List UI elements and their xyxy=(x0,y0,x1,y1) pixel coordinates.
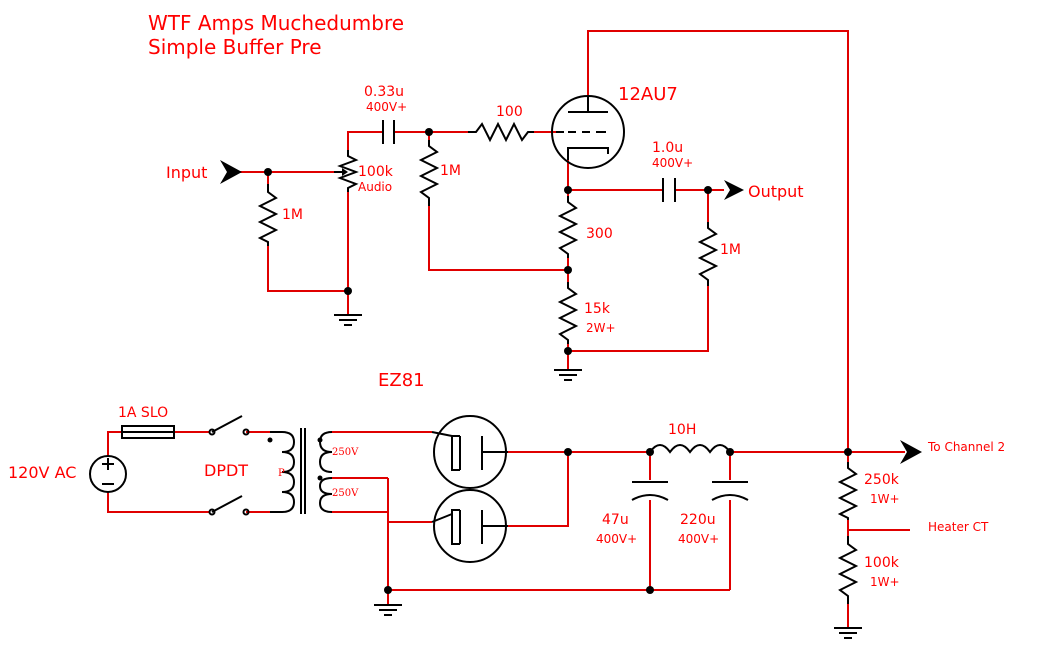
potentiometer-volume xyxy=(337,150,359,192)
output-label: Output xyxy=(748,182,804,201)
resistor-cathode-300 xyxy=(557,196,579,258)
fuse-label: 1A SLO xyxy=(118,405,168,421)
junctions xyxy=(264,128,852,594)
wire-output-ground xyxy=(568,286,709,352)
wire-input-ground xyxy=(267,246,348,292)
title-line2: Simple Buffer Pre xyxy=(148,35,322,59)
grid-leak-label: 1M xyxy=(440,163,461,179)
divider-r2-value: 100k xyxy=(864,555,900,571)
resistor-grid-leak xyxy=(418,140,440,206)
ground-icon xyxy=(374,604,402,616)
divider-r1-rating: 1W+ xyxy=(870,492,900,506)
transformer-icon xyxy=(267,428,333,514)
wire-plate-supply xyxy=(587,30,849,452)
rectifier-diode-1-icon xyxy=(431,415,508,489)
ac-source-icon xyxy=(89,455,127,493)
channel2-arrow-icon xyxy=(900,440,922,464)
pot-value-label: 100k xyxy=(358,164,394,180)
filter-cap1-value: 47u xyxy=(602,512,629,528)
wires xyxy=(107,30,910,628)
switch-label: DPDT xyxy=(204,461,248,480)
filter-cap-47u-icon xyxy=(631,481,669,501)
choke-icon xyxy=(649,444,731,454)
cathode-r1-label: 300 xyxy=(586,226,613,242)
tube-preamp-label: 12AU7 xyxy=(618,84,678,105)
dpdt-switch-icon xyxy=(208,415,250,516)
tube-12au7 xyxy=(551,95,625,169)
wire-mains-bottom xyxy=(107,492,210,513)
output-resistor-label: 1M xyxy=(720,242,741,258)
choke-label: 10H xyxy=(668,422,696,438)
ground-icon xyxy=(554,369,582,381)
filter-cap-220u-icon xyxy=(711,481,749,501)
input-label: Input xyxy=(166,163,207,182)
wire-mains-top xyxy=(107,431,122,456)
cathode-r2-value: 15k xyxy=(584,301,611,317)
resistor-grid xyxy=(468,121,534,143)
heater-ct-label: Heater CT xyxy=(928,520,989,534)
output-cap-rating: 400V+ xyxy=(652,156,693,170)
filter-cap1-rating: 400V+ xyxy=(596,532,637,546)
divider-r2-rating: 1W+ xyxy=(870,575,900,589)
input-arrow-icon xyxy=(220,160,242,184)
wire-grid-leak xyxy=(428,206,568,271)
input-cap-rating: 400V+ xyxy=(366,100,407,114)
resistor-100k xyxy=(837,536,859,604)
resistor-input xyxy=(257,184,279,246)
transformer-sec2-label: 250V xyxy=(332,488,359,499)
output-cap-value: 1.0u xyxy=(652,140,683,156)
resistor-output xyxy=(697,222,719,286)
transformer-primary-label: P xyxy=(278,468,285,479)
wiper-arrow-icon xyxy=(342,168,348,176)
output-arrow-icon xyxy=(724,180,744,200)
filter-cap2-value: 220u xyxy=(680,512,716,528)
divider-r1-value: 250k xyxy=(864,472,900,488)
resistor-cathode-15k xyxy=(557,282,579,344)
filter-cap2-rating: 400V+ xyxy=(678,532,719,546)
transformer-sec1-label: 250V xyxy=(332,447,359,458)
mains-source-label: 120V AC xyxy=(8,463,76,482)
grid-resistor-label: 100 xyxy=(496,104,523,120)
tube-rectifier-label: EZ81 xyxy=(378,370,425,391)
resistor-250k xyxy=(837,462,859,520)
cathode-r2-rating: 2W+ xyxy=(586,321,616,335)
to-channel2-label: To Channel 2 xyxy=(927,440,1005,454)
ground-icon xyxy=(834,627,862,639)
input-cap-value: 0.33u xyxy=(364,84,404,100)
rectifier-diode-2-icon xyxy=(431,489,508,563)
title-line1: WTF Amps Muchedumbre xyxy=(148,11,404,35)
input-resistor-label: 1M xyxy=(282,207,303,223)
pot-taper-label: Audio xyxy=(358,180,392,194)
ground-icon xyxy=(334,314,362,326)
